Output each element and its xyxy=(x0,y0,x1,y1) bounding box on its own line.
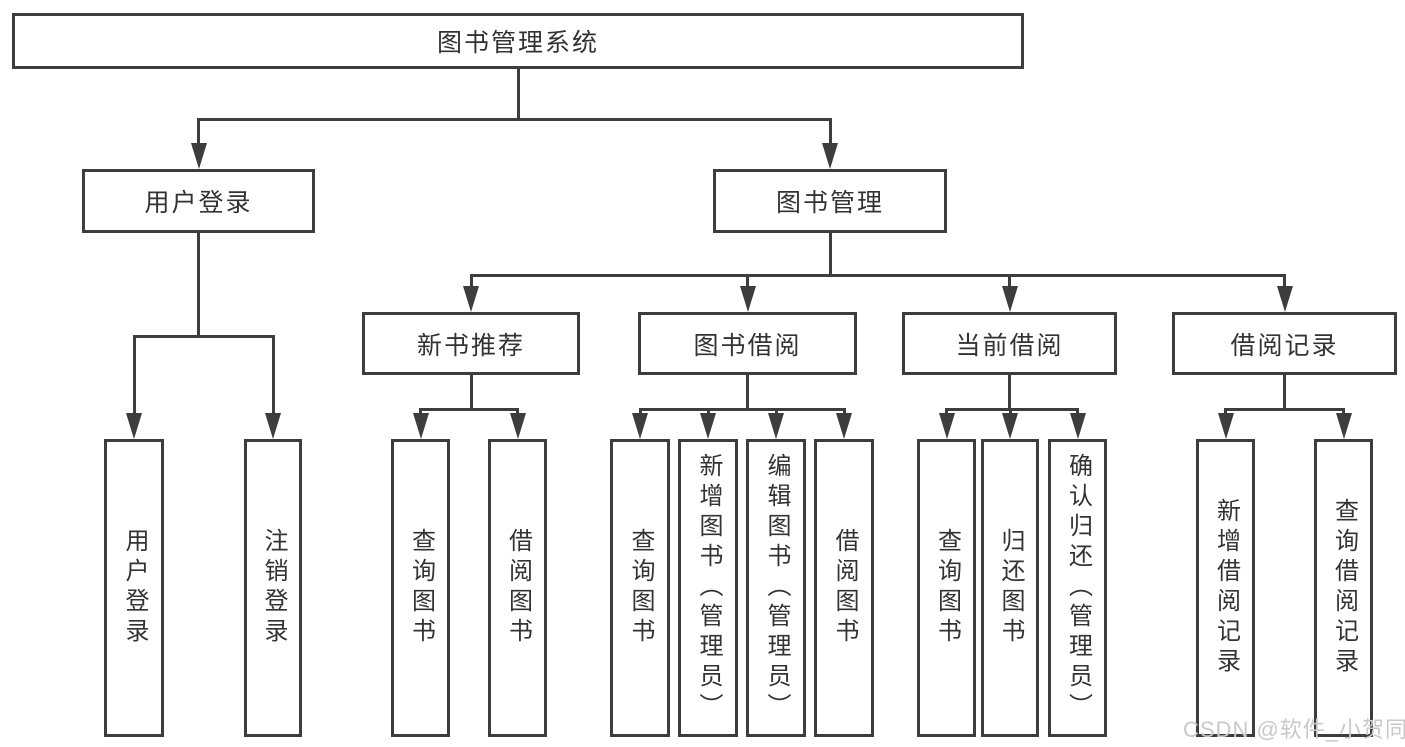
node-borrowing-records: 借阅记录 xyxy=(1172,312,1397,375)
arrow-down-icon xyxy=(768,413,784,439)
connector-bar xyxy=(197,118,832,121)
leaf-query-books-recommend: 查询图书 xyxy=(391,439,450,737)
connector-stem xyxy=(828,233,832,277)
watermark-text: CSDN @软件_小贺同学 xyxy=(1183,717,1405,742)
node-book-management-system: 图书管理系统 xyxy=(12,13,1024,69)
arrow-down-icon xyxy=(509,413,526,439)
connector-bar xyxy=(132,335,275,338)
leaf-query-borrowing-record: 查询借阅记录 xyxy=(1314,439,1373,737)
connector-drop xyxy=(271,338,275,417)
leaf-borrow-books: 借阅图书 xyxy=(814,439,874,737)
connector-drop xyxy=(828,121,832,147)
connector-stem xyxy=(746,375,749,411)
connector-stem xyxy=(1283,375,1286,411)
connector-stem xyxy=(1008,375,1011,411)
connector-drop xyxy=(132,338,136,417)
node-book-borrowing: 图书借阅 xyxy=(638,312,857,375)
arrow-down-icon xyxy=(1217,413,1234,439)
arrow-down-icon xyxy=(1069,413,1086,439)
arrow-down-icon xyxy=(739,286,756,312)
connector-bar xyxy=(1224,408,1345,411)
connector-stem xyxy=(469,375,473,411)
arrow-down-icon xyxy=(463,286,479,312)
connector-stem xyxy=(197,233,200,338)
leaf-borrow-books-recommend: 借阅图书 xyxy=(488,439,547,737)
connector-drop xyxy=(746,277,749,290)
connector-drop xyxy=(197,121,200,147)
connector-drop xyxy=(1283,277,1286,290)
arrow-down-icon xyxy=(412,413,429,439)
arrow-down-icon xyxy=(265,413,281,439)
connector-drop xyxy=(1008,277,1011,290)
arrow-down-icon xyxy=(1335,413,1352,439)
arrow-down-icon xyxy=(126,413,142,439)
arrow-down-icon xyxy=(700,413,716,439)
connector-stem xyxy=(516,69,520,121)
connector-bar xyxy=(469,274,1286,277)
leaf-confirm-return-admin: 确认归还（管理员） xyxy=(1048,439,1107,737)
arrow-down-icon xyxy=(1276,286,1293,312)
leaf-return-books: 归还图书 xyxy=(981,439,1039,737)
node-new-book-recommendation: 新书推荐 xyxy=(362,312,580,375)
arrow-down-icon xyxy=(1002,413,1018,439)
leaf-edit-books-admin: 编辑图书（管理员） xyxy=(746,439,806,737)
leaf-add-borrowing-record: 新增借阅记录 xyxy=(1196,439,1255,737)
arrow-down-icon xyxy=(938,413,955,439)
arrow-down-icon xyxy=(836,413,852,439)
connector-bar xyxy=(945,408,1079,411)
arrow-down-icon xyxy=(632,413,648,439)
connector-drop xyxy=(469,277,473,290)
leaf-user-login: 用户登录 xyxy=(104,439,164,737)
leaf-query-books-current: 查询图书 xyxy=(917,439,976,737)
arrow-down-icon xyxy=(822,143,838,169)
arrow-down-icon xyxy=(1001,286,1018,312)
node-book-management: 图书管理 xyxy=(713,169,947,233)
leaf-logout-login: 注销登录 xyxy=(244,439,302,737)
leaf-add-books-admin: 新增图书（管理员） xyxy=(678,439,738,737)
arrow-down-icon xyxy=(190,143,207,169)
connector-bar xyxy=(419,408,519,411)
node-current-borrowing: 当前借阅 xyxy=(902,312,1117,375)
leaf-query-books-borrow: 查询图书 xyxy=(610,439,670,737)
connector-bar xyxy=(638,408,846,411)
node-user-login: 用户登录 xyxy=(82,169,315,233)
